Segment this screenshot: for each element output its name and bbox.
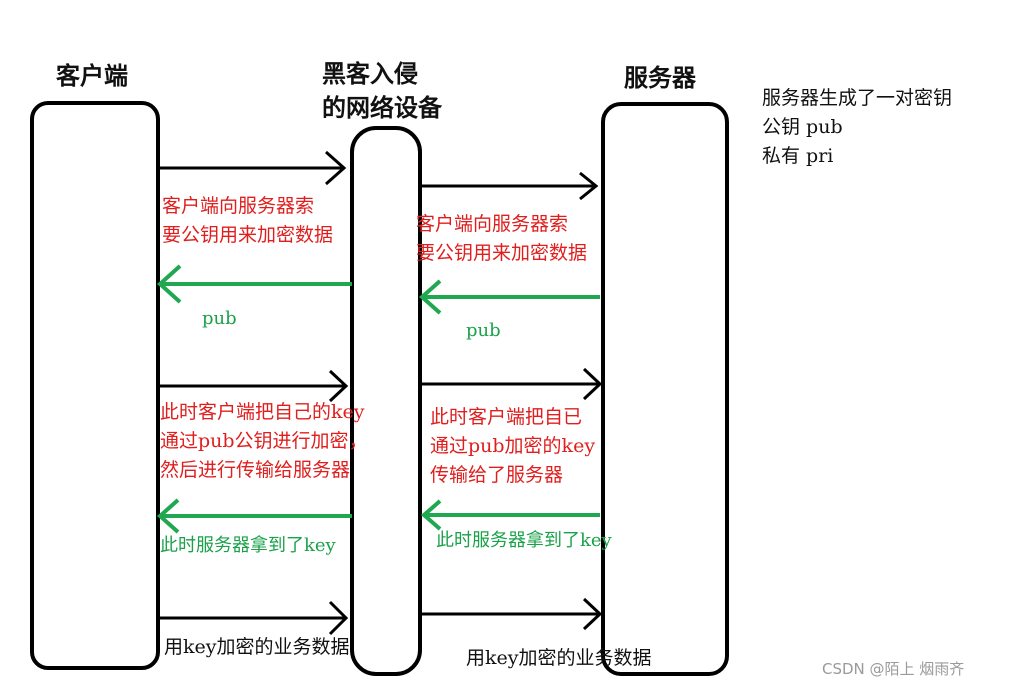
key-label-right-line1: 此时客户端把自已 [430, 406, 583, 428]
key-label-left-line1: 此时客户端把自己的key [160, 401, 365, 423]
hacker-title-line1: 黑客入侵 [322, 59, 418, 88]
pub-label-right: pub [466, 320, 501, 341]
arrow-hacker-to-client-pub [157, 264, 352, 304]
hacker-title-line2: 的网络设备 [322, 93, 442, 122]
server-lifeline [601, 102, 729, 676]
arrow-hacker-to-server-request [418, 171, 599, 201]
client-title: 客户端 [56, 61, 128, 90]
request-label-right-line2: 要公钥用来加密数据 [416, 242, 588, 264]
got-key-label-right: 此时服务器拿到了key [436, 530, 612, 551]
arrow-client-to-hacker-key [158, 369, 349, 403]
biz-data-label-right: 用key加密的业务数据 [466, 647, 652, 669]
got-key-label-left: 此时服务器拿到了key [160, 535, 336, 556]
server-title: 服务器 [624, 63, 696, 92]
arrow-hacker-to-client-ack [156, 498, 352, 534]
arrow-hacker-to-server-key [420, 367, 603, 401]
request-label-left-line1: 客户端向服务器索 [162, 195, 315, 217]
server-note-line2: 公钥 pub [762, 116, 843, 138]
hacker-lifeline [350, 126, 422, 676]
key-label-left-line2: 通过pub公钥进行加密， [160, 430, 368, 452]
arrow-server-to-hacker-pub [418, 279, 600, 315]
key-label-right-line2: 通过pub加密的key [430, 435, 596, 457]
client-lifeline [30, 101, 160, 670]
key-label-right-line3: 传输给了服务器 [430, 464, 564, 486]
arrow-server-to-hacker-ack [420, 499, 600, 531]
pub-label-left: pub [202, 308, 237, 329]
server-note-line1: 服务器生成了一对密钥 [762, 87, 953, 109]
arrow-client-to-hacker-data [158, 600, 349, 636]
arrow-client-to-hacker-request [158, 150, 347, 186]
server-note-line3: 私有 pri [762, 145, 834, 167]
request-label-left-line2: 要公钥用来加密数据 [162, 224, 334, 246]
biz-data-label-left: 用key加密的业务数据 [164, 636, 350, 658]
watermark: CSDN @陌上 烟雨齐 [822, 660, 965, 678]
arrow-hacker-to-server-data [420, 597, 603, 631]
key-label-left-line3: 然后进行传输给服务器 [160, 459, 351, 481]
request-label-right-line1: 客户端向服务器索 [416, 213, 569, 235]
